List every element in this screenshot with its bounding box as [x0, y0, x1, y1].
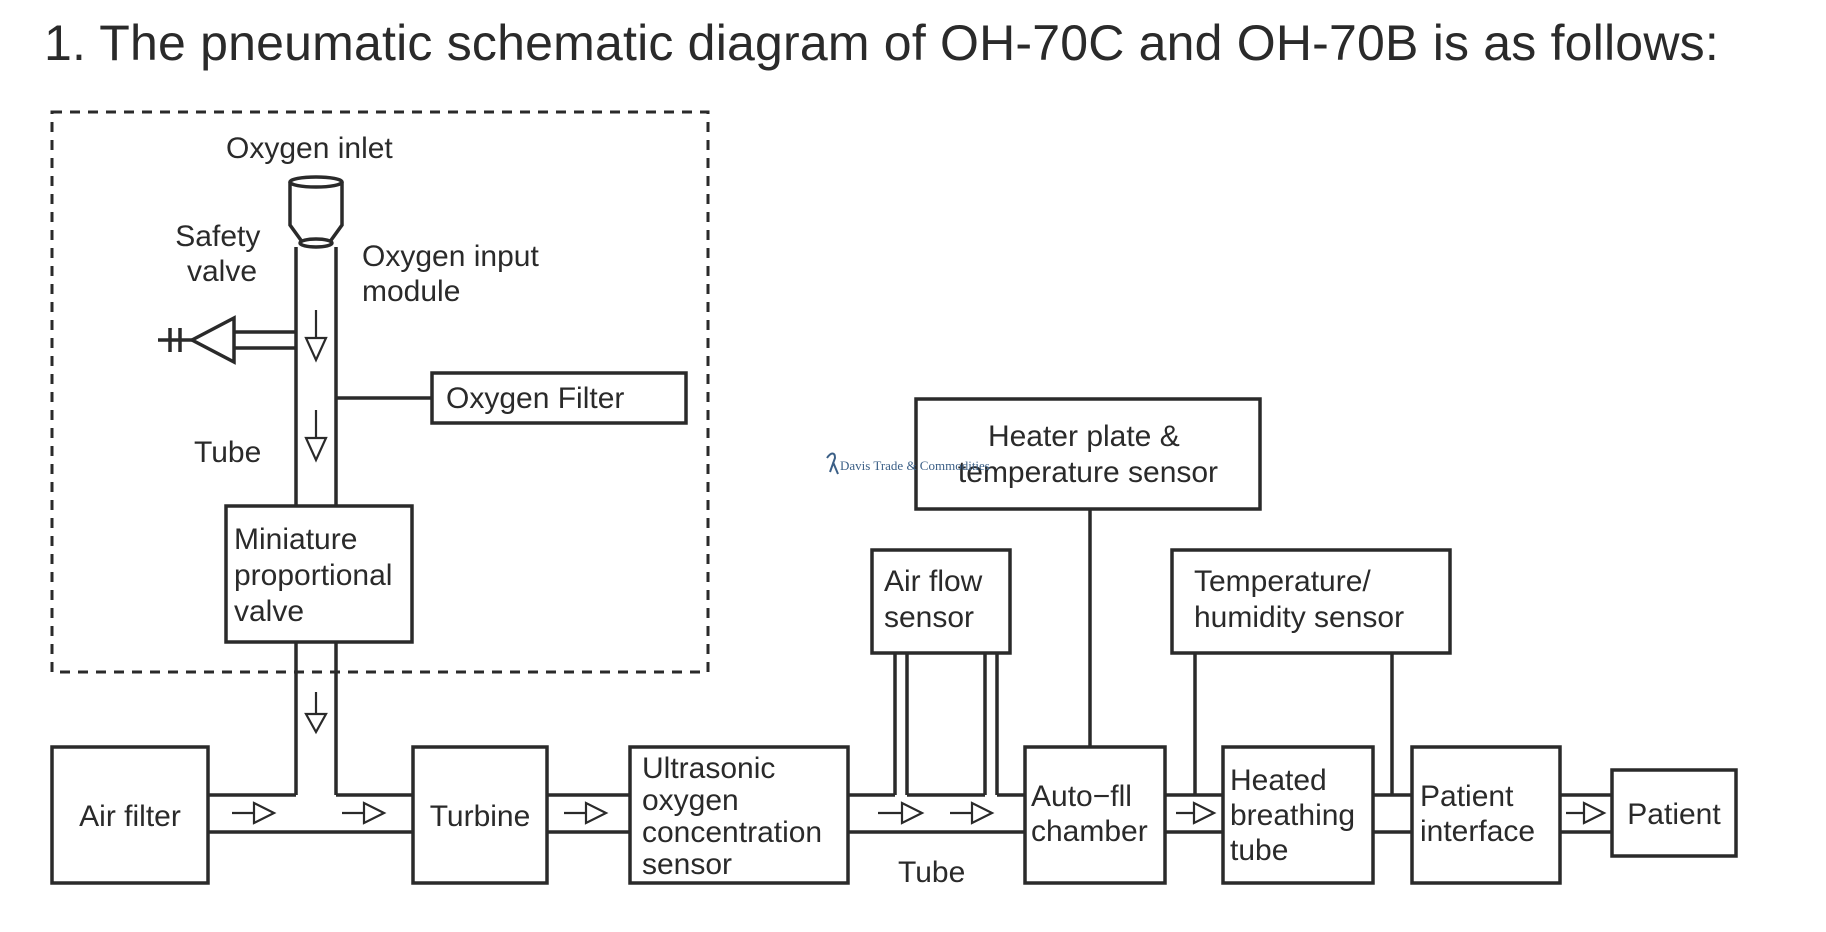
heater-plate-label: Heater plate & temperature sensor — [958, 420, 1218, 489]
flow-arrow — [304, 692, 328, 735]
air-flow-sensor-box — [870, 548, 1012, 655]
safety-valve-symbol — [158, 315, 296, 365]
oxygen-filter-label: Oxygen Filter — [446, 382, 624, 415]
diagram-title: 1. The pneumatic schematic diagram of OH… — [44, 15, 1719, 71]
flow-arrow — [564, 801, 609, 825]
ribbon-icon — [826, 452, 839, 475]
watermark-text: Davis Trade & Commodities — [840, 458, 990, 473]
oxygen-filter-box — [430, 371, 688, 425]
air-flow-sensor-label: Air flow sensor — [884, 565, 991, 634]
temp-humidity-sensor-label: Temperature/ humidity sensor — [1194, 565, 1404, 634]
air-filter-box — [50, 745, 210, 885]
oxygen-input-module-boundary — [50, 110, 710, 674]
patient-label: Patient — [1627, 798, 1721, 831]
flow-arrow — [950, 801, 995, 825]
turbine-box — [411, 745, 549, 885]
patient-interface-box — [1410, 745, 1562, 885]
ultrasonic-sensor-box — [628, 745, 850, 885]
proportional-valve-label: Miniature proportional valve — [234, 523, 401, 628]
oxygen-inlet-fitting — [288, 175, 344, 249]
patient-box — [1610, 768, 1738, 858]
flow-arrow — [878, 801, 925, 825]
flow-arrow — [1176, 801, 1217, 825]
proportional-valve-box — [224, 504, 414, 644]
safety-valve-label: Safety valve — [175, 220, 268, 288]
air-filter-label: Air filter — [79, 800, 181, 833]
patient-interface-label: Patient interface — [1420, 780, 1535, 848]
flow-arrow — [342, 801, 387, 825]
heated-tube-box — [1221, 745, 1375, 885]
flow-arrow — [1566, 801, 1607, 825]
ultrasonic-sensor-label: Ultrasonic oxygen concentration sensor — [642, 752, 830, 881]
flow-arrow — [304, 310, 328, 363]
flow-arrow — [232, 801, 277, 825]
heater-plate-box — [914, 397, 1262, 511]
auto-fill-chamber-box — [1023, 745, 1167, 885]
tube-label-horizontal: Tube — [898, 856, 965, 889]
heated-tube-label: Heated breathing tube — [1230, 764, 1363, 867]
temp-humidity-sensor-box — [1170, 548, 1452, 655]
tube-label-vertical: Tube — [194, 436, 261, 469]
auto-fill-chamber-label: Auto−fll chamber — [1031, 780, 1148, 848]
oxygen-input-module-label: Oxygen input module — [362, 240, 547, 308]
flow-arrow — [304, 410, 328, 463]
watermark: Davis Trade & Commodities — [826, 452, 990, 475]
turbine-label: Turbine — [430, 800, 531, 833]
oxygen-inlet-label: Oxygen inlet — [226, 132, 393, 165]
